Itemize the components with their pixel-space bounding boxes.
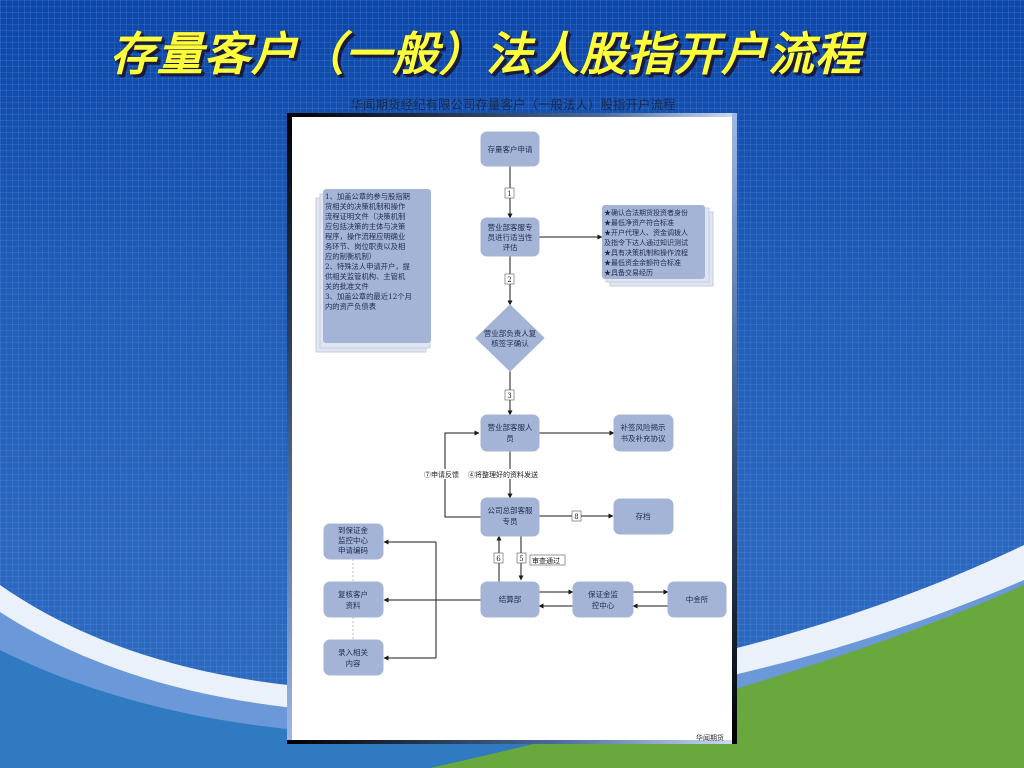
step-3-label: 3 — [507, 392, 511, 400]
note-left-line-8: 供相关监管机构、主管机 — [325, 272, 406, 281]
frame-top-border — [287, 113, 737, 117]
node-staff: 营业部客服人 员 — [480, 414, 540, 452]
node-settlement-line-0: 结算部 — [499, 594, 522, 604]
node-apply: 存量客户申请 — [480, 131, 540, 167]
node-assess: 营业部客服专 员进行适当性 评估 — [480, 217, 540, 257]
note-right-line-5: ★最低资金余额符合标准 — [604, 258, 681, 267]
note-right-line-6: ★具备交易经历 — [604, 268, 653, 277]
step-1-label: 1 — [507, 190, 511, 198]
node-recheck-line-0: 复核客户 — [338, 589, 368, 599]
note-left-line-7: 2、特殊法人申请开户，提 — [325, 262, 411, 271]
step-5-label: 5 — [519, 555, 523, 563]
node-margin-line-1: 控中心 — [592, 600, 615, 610]
node-enter-line-1: 内容 — [346, 658, 361, 668]
note-right-line-2: ★开户代理人、资金调拨人 — [604, 228, 688, 237]
node-review-line-1: 核签字确认 — [491, 338, 529, 348]
node-apply-code: 到保证金 监控中心 申请编码 — [323, 523, 384, 560]
node-assess-line-0: 营业部客服专 — [488, 222, 533, 232]
node-recheck: 复核客户 资料 — [323, 581, 384, 618]
node-archive-line-0: 存档 — [636, 511, 651, 521]
node-margin-center: 保证金监 控中心 — [572, 581, 634, 618]
note-criteria: ★确认合法期货投资者身份 ★最低净资产符合标准 ★开户代理人、资金调拨人 及指令… — [602, 205, 714, 287]
note-right-line-1: ★最低净资产符合标准 — [604, 218, 674, 227]
note-left-line-5: 务环节、岗位职责以及相 — [325, 242, 405, 251]
note-documents: 1、加盖公章的参与股指期 货相关的决策机制和操作 流程证明文件（决策机制 应包括… — [315, 189, 431, 353]
footer-brand: 华闻期货 — [696, 734, 724, 742]
node-cffex: 中金所 — [667, 581, 727, 618]
chart-caption: 华闻期货经纪有限公司存量客户（一般法人）股指开户流程 — [350, 97, 676, 112]
node-review-line-0: 营业部负责人复 — [484, 328, 537, 338]
node-staff-line-0: 营业部客服人 — [488, 422, 533, 432]
note-left-line-10: 3、加盖公章的最近12个月 — [325, 292, 412, 301]
node-enter: 录入相关 内容 — [323, 639, 384, 676]
node-hq-line-1: 专员 — [503, 516, 518, 526]
edge-label-send: ④将整理好的资料发送 — [468, 470, 538, 479]
node-recheck-line-1: 资料 — [346, 600, 361, 610]
note-right-line-4: ★具有决策机制和操作流程 — [604, 248, 688, 257]
step-6-label: 6 — [496, 555, 501, 563]
note-left-line-1: 货相关的决策机制和操作 — [325, 202, 406, 211]
node-apply-code-line-2: 申请编码 — [338, 545, 368, 555]
edge-label-approved: 审查通过 — [532, 556, 560, 565]
node-apply-line-0: 存量客户申请 — [488, 144, 533, 154]
node-supplement: 补签风险揭示 书及补充协议 — [613, 414, 674, 452]
node-archive: 存档 — [613, 498, 674, 535]
node-settlement: 结算部 — [480, 581, 540, 618]
note-left-line-11: 内的资产负债表 — [325, 302, 377, 311]
step-2-label: 2 — [507, 276, 511, 284]
node-margin-line-0: 保证金监 — [588, 589, 618, 599]
note-left-line-2: 流程证明文件（决策机制 — [325, 212, 405, 221]
node-supplement-line-1: 书及补充协议 — [621, 433, 666, 443]
edge-labels: ⑦申请反馈 ④将整理好的资料发送 审查通过 — [423, 469, 566, 566]
note-left-line-9: 关的批准文件 — [325, 282, 369, 291]
note-right-line-0: ★确认合法期货投资者身份 — [604, 208, 688, 217]
slide-title: 存量客户（一般）法人股指开户流程 — [110, 27, 862, 81]
node-hq: 公司总部客服 专员 — [480, 497, 540, 537]
step-8-label: 8 — [574, 513, 578, 521]
note-left-line-0: 1、加盖公章的参与股指期 — [325, 192, 410, 201]
node-assess-line-1: 员进行适当性 — [488, 232, 533, 242]
node-apply-code-line-0: 到保证金 — [338, 525, 368, 535]
note-left-line-3: 应包括决策的主体与决策 — [325, 222, 406, 231]
note-right-line-3: 及指令下达人通过知识测试 — [604, 238, 688, 247]
note-left-line-4: 程序，操作流程应明确业 — [325, 232, 405, 241]
node-assess-line-2: 评估 — [503, 242, 518, 252]
edge-label-feedback: ⑦申请反馈 — [424, 470, 459, 479]
node-enter-line-0: 录入相关 — [338, 647, 368, 657]
note-left-line-6: 应的制衡机制） — [325, 252, 376, 261]
node-staff-line-1: 员 — [506, 434, 514, 443]
node-cffex-line-0: 中金所 — [686, 594, 709, 604]
frame-bottom-border — [287, 740, 737, 744]
node-supplement-line-0: 补签风险揭示 — [621, 422, 666, 432]
node-hq-line-0: 公司总部客服 — [488, 505, 533, 515]
step-labels: 1 2 3 8 6 5 — [493, 187, 582, 564]
node-apply-code-line-1: 监控中心 — [338, 535, 368, 545]
node-review-decision: 营业部负责人复 核签字确认 — [475, 304, 545, 372]
